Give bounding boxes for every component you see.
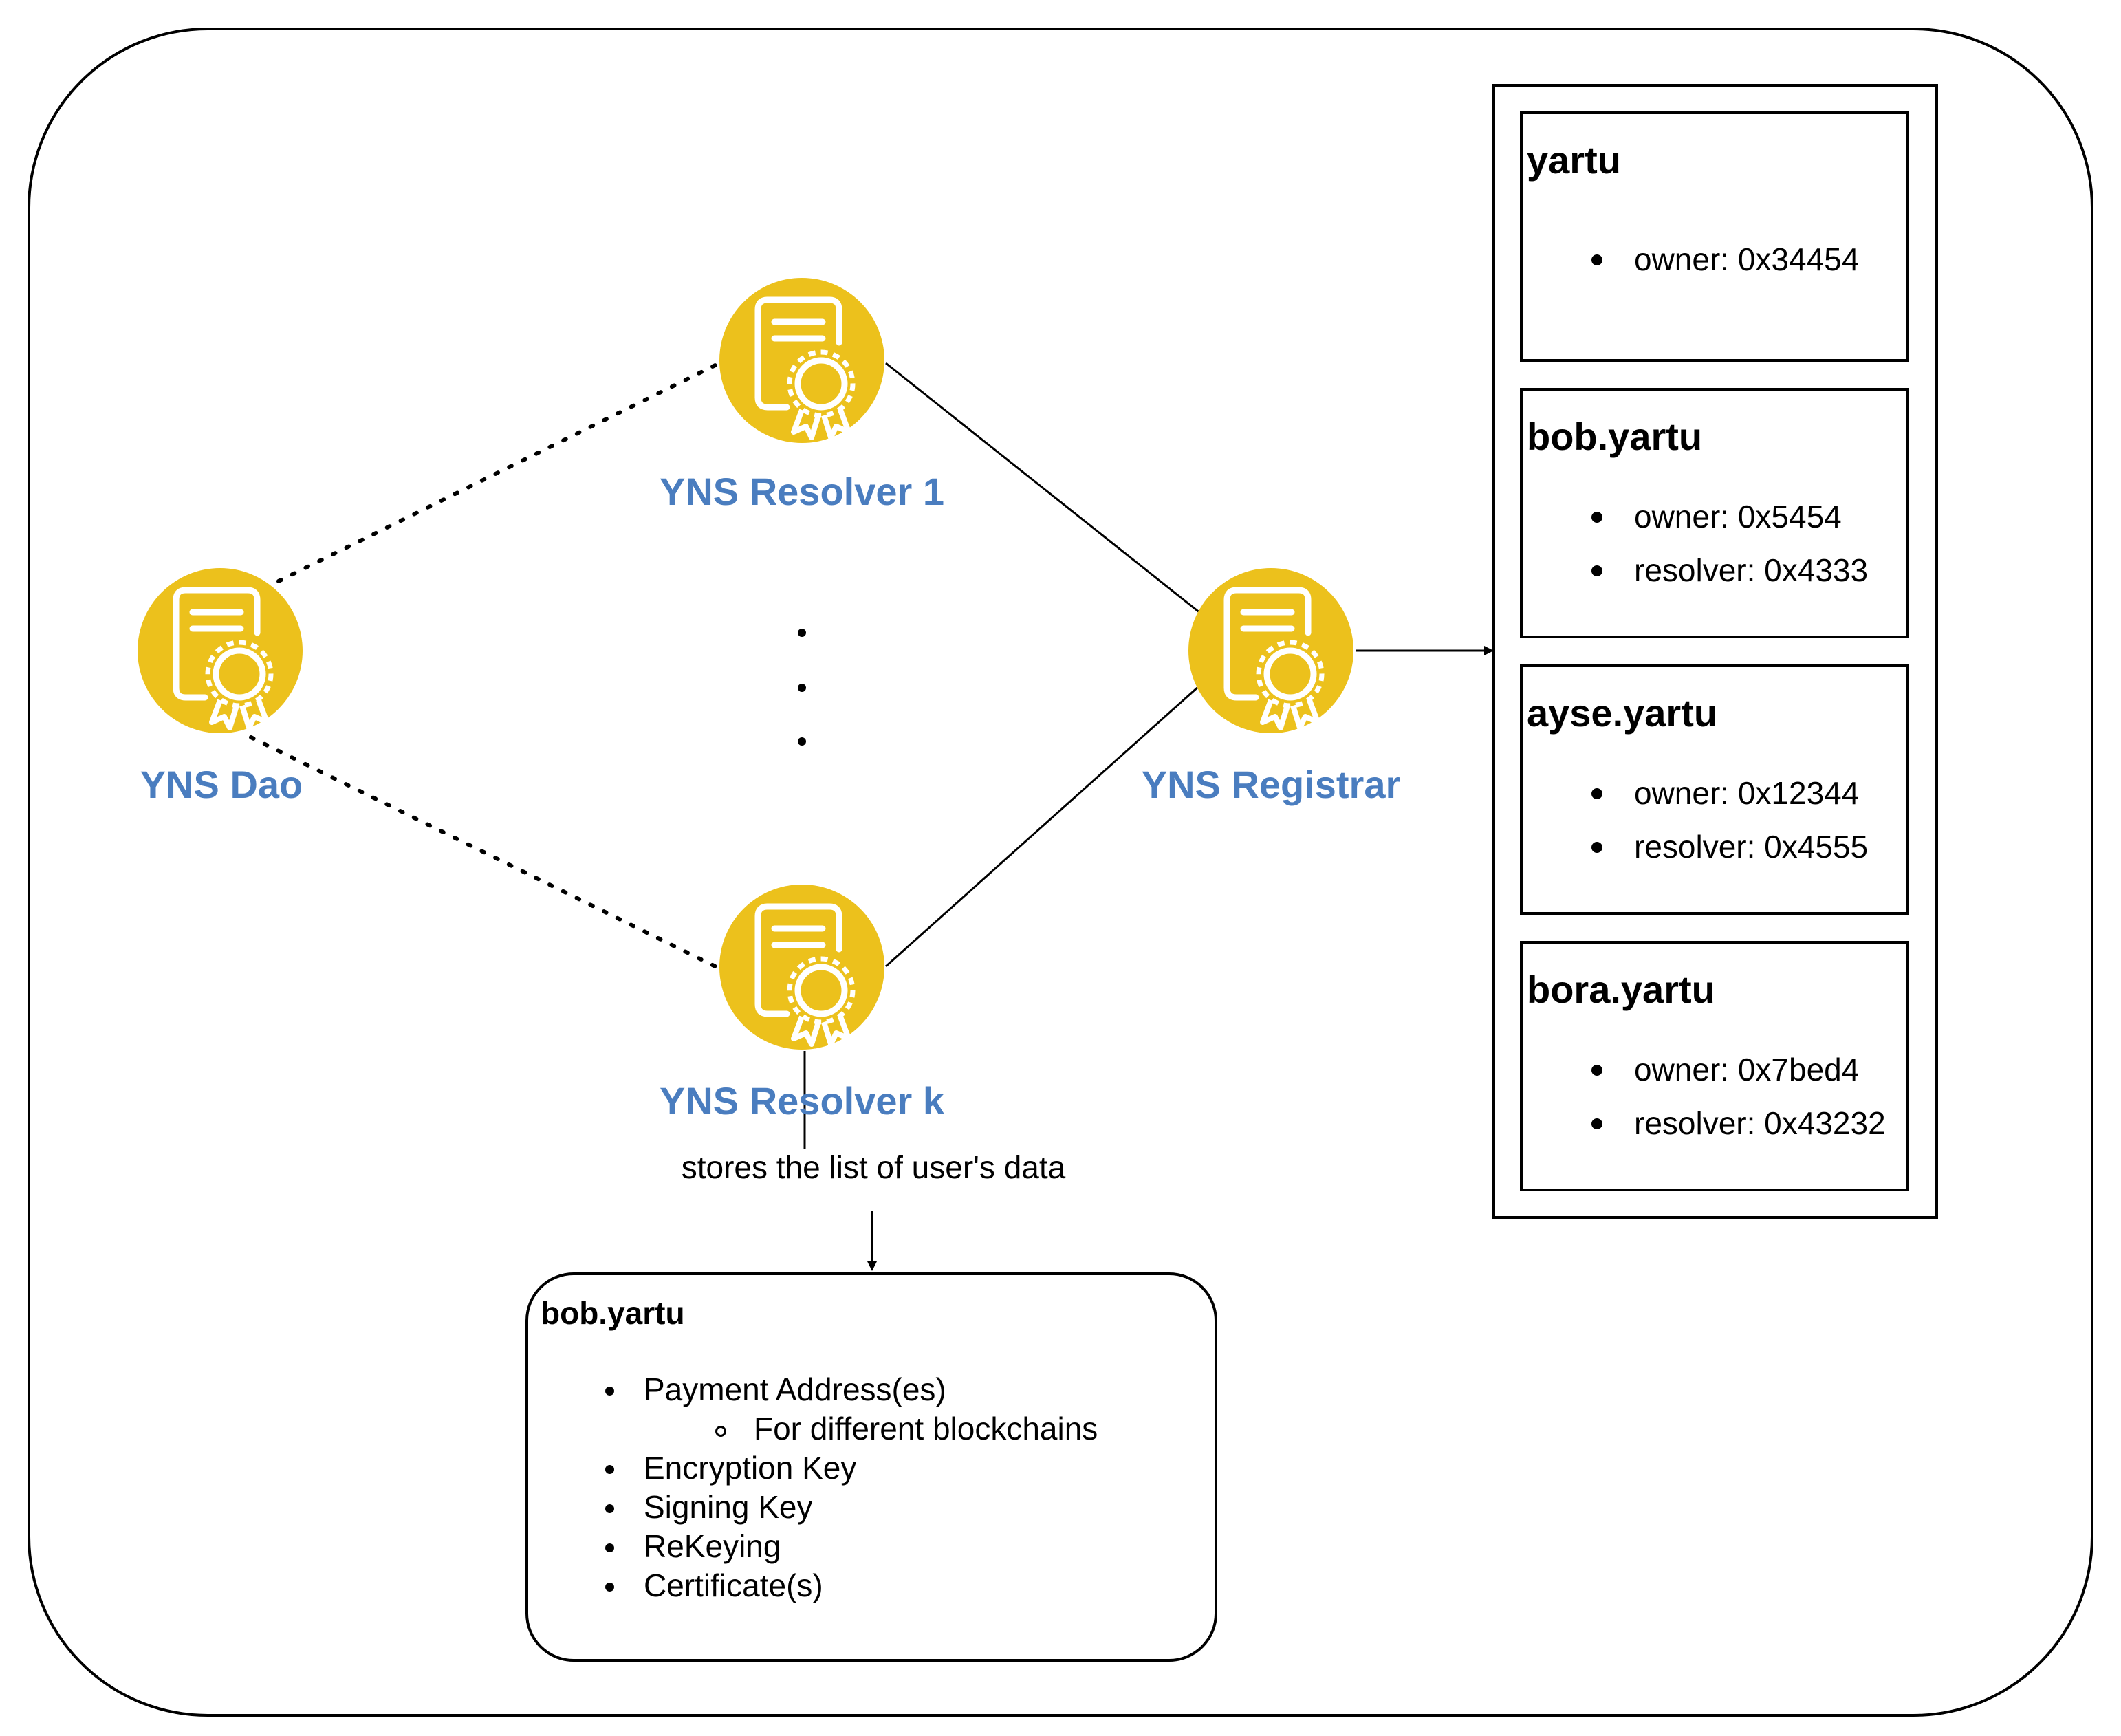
registry-card-fields: owner: 0x34454 bbox=[1591, 232, 1859, 286]
yns-dao-label: YNS Dao bbox=[140, 763, 303, 806]
registry-field: resolver: 0x4555 bbox=[1591, 820, 1868, 874]
yns-resolver-k-node[interactable] bbox=[719, 885, 884, 1050]
registry-card-title: ayse.yartu bbox=[1527, 691, 1718, 735]
detail-item: Encryption Key bbox=[605, 1449, 1098, 1488]
registry-card[interactable]: bora.yartu owner: 0x7bed4 resolver: 0x43… bbox=[1520, 941, 1909, 1191]
registry-field: resolver: 0x43232 bbox=[1591, 1096, 1886, 1150]
registry-card[interactable]: yartu owner: 0x34454 bbox=[1520, 111, 1909, 362]
registry-field: owner: 0x7bed4 bbox=[1591, 1043, 1886, 1096]
yns-registrar-node[interactable] bbox=[1188, 568, 1353, 733]
yns-resolver-1-node[interactable] bbox=[719, 278, 884, 443]
ellipsis-dot bbox=[798, 629, 806, 637]
detail-item: ReKeying bbox=[605, 1527, 1098, 1566]
yns-dao-node[interactable] bbox=[138, 568, 303, 733]
registry-field: owner: 0x12344 bbox=[1591, 766, 1868, 820]
registry-card[interactable]: bob.yartu owner: 0x5454 resolver: 0x4333 bbox=[1520, 388, 1909, 638]
registry-card-fields: owner: 0x7bed4 resolver: 0x43232 bbox=[1591, 1043, 1886, 1150]
registry-card-title: bob.yartu bbox=[1527, 415, 1703, 458]
detail-item: Signing Key bbox=[605, 1488, 1098, 1527]
ellipsis-dot bbox=[798, 684, 806, 692]
detail-item: Payment Address(es) bbox=[605, 1370, 1098, 1409]
registry-container bbox=[1492, 84, 1938, 1219]
dao-resolverk-link bbox=[249, 735, 717, 968]
registry-card-title: bora.yartu bbox=[1527, 968, 1715, 1011]
registry-card-title: yartu bbox=[1527, 138, 1621, 182]
ellipsis-dot bbox=[798, 737, 806, 746]
edge-label-stores: stores the list of user's data bbox=[678, 1149, 1069, 1186]
user-data-detail-box[interactable]: bob.yartu Payment Address(es) For differ… bbox=[525, 1272, 1217, 1662]
detail-list: Payment Address(es) For different blockc… bbox=[605, 1370, 1098, 1605]
yns-resolver-1-label: YNS Resolver 1 bbox=[660, 470, 944, 513]
yns-resolver-k-label: YNS Resolver k bbox=[660, 1079, 944, 1122]
registry-card-fields: owner: 0x5454 resolver: 0x4333 bbox=[1591, 490, 1868, 597]
registry-field: owner: 0x34454 bbox=[1591, 232, 1859, 286]
dao-resolver1-link bbox=[276, 361, 721, 583]
detail-item: Certificate(s) bbox=[605, 1566, 1098, 1605]
outer-frame bbox=[28, 28, 2093, 1717]
detail-subitem: For different blockchains bbox=[605, 1409, 1098, 1449]
resolverk-registrar-link bbox=[884, 685, 1200, 968]
resolver1-registrar-link bbox=[885, 362, 1204, 617]
detail-title: bob.yartu bbox=[541, 1295, 685, 1331]
registry-field: resolver: 0x4333 bbox=[1591, 543, 1868, 597]
yns-registrar-label: YNS Registrar bbox=[1141, 763, 1401, 806]
registry-field: owner: 0x5454 bbox=[1591, 490, 1868, 543]
registry-card-fields: owner: 0x12344 resolver: 0x4555 bbox=[1591, 766, 1868, 874]
registry-card[interactable]: ayse.yartu owner: 0x12344 resolver: 0x45… bbox=[1520, 664, 1909, 915]
